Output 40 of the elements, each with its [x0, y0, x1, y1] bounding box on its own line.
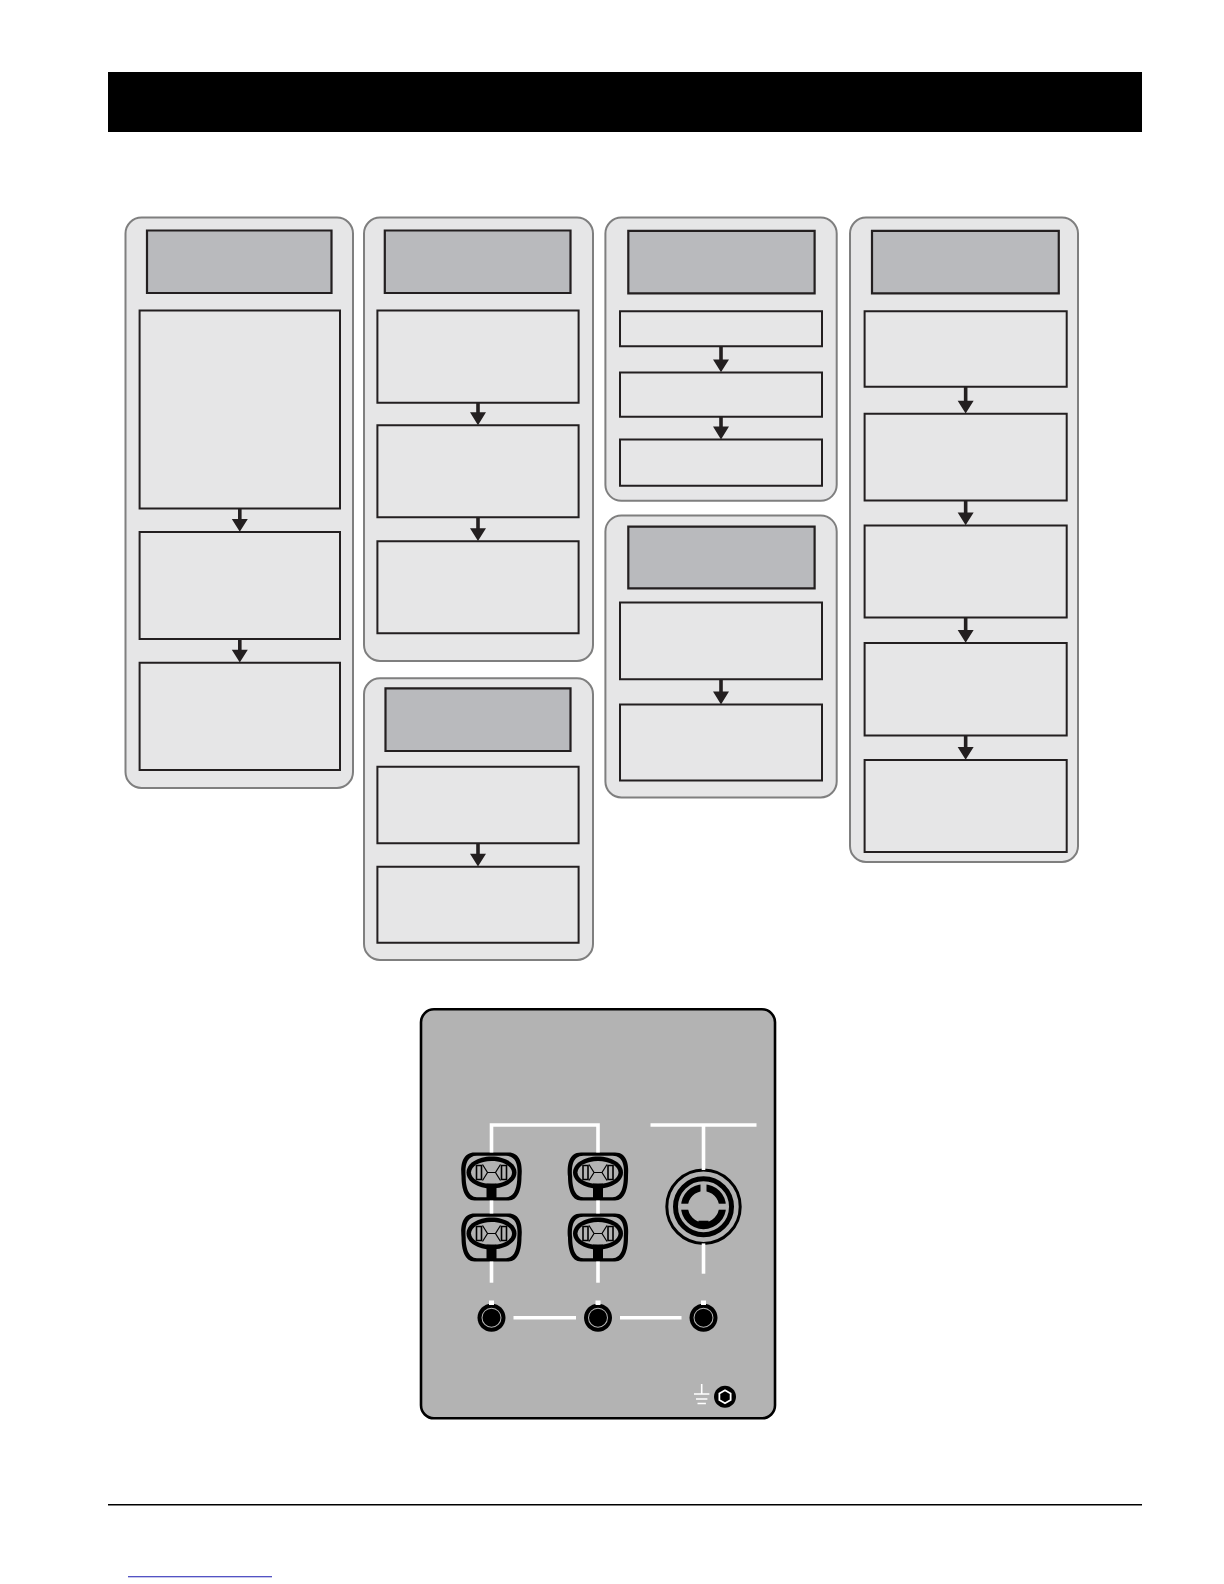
step-box [138, 661, 341, 771]
step-box [863, 412, 1068, 502]
step-box [863, 759, 1068, 853]
step-box [138, 309, 341, 510]
step-box [619, 703, 823, 782]
wire-line [620, 1315, 682, 1320]
outlet-icon [461, 1213, 522, 1262]
step-box [619, 438, 823, 487]
jack-icon [584, 1300, 612, 1332]
wire-line [489, 1123, 600, 1153]
step-box [863, 524, 1068, 619]
wire-line [489, 1261, 494, 1283]
step-box [619, 601, 823, 681]
step-box [619, 371, 823, 418]
outlet-icon [461, 1152, 522, 1201]
title-bar [108, 72, 1142, 132]
step-box [863, 641, 1068, 737]
header-box [383, 229, 572, 295]
wire-line [648, 1123, 759, 1172]
header-box [627, 525, 816, 590]
jack-icon [477, 1300, 506, 1332]
header-box [145, 229, 333, 295]
step-box [376, 424, 580, 519]
wire-line [513, 1315, 576, 1320]
jack-icon [689, 1300, 718, 1332]
step-box [138, 531, 341, 640]
step-box [376, 540, 580, 635]
header-box [627, 229, 816, 295]
step-box [376, 865, 580, 944]
wire-line [596, 1261, 600, 1283]
wire-line [489, 1200, 494, 1214]
header-box [870, 229, 1060, 295]
step-box [863, 310, 1068, 388]
step-box [376, 765, 580, 845]
wire-line [701, 1243, 706, 1274]
step-box [619, 310, 823, 348]
twist-lock-outlet-icon [665, 1168, 742, 1245]
wire-line [596, 1200, 600, 1214]
step-box [376, 309, 580, 404]
header-box [384, 687, 572, 753]
